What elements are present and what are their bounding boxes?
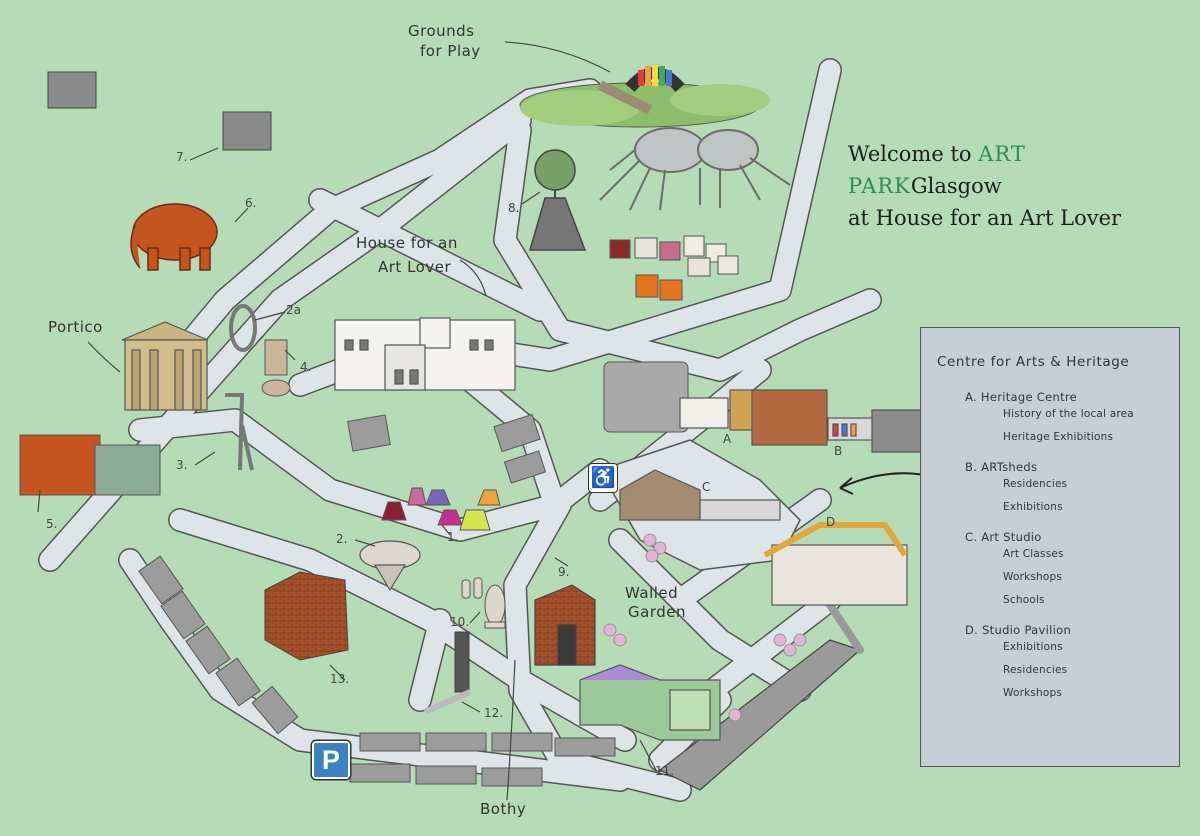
sundial [359, 540, 421, 592]
label-house-line1: House for an [356, 234, 458, 252]
marker-13: 13. [330, 672, 350, 686]
parking-icon: P [312, 741, 350, 779]
label-grounds-line1: Grounds [408, 22, 475, 40]
legend-item: Residencies [1003, 664, 1068, 676]
title-line-2: at House for an Art Lover [848, 206, 1122, 230]
grounds-for-play [519, 65, 770, 128]
wheelchair-icon: ♿ [588, 463, 618, 493]
marker-10: 10. [450, 615, 470, 629]
legend-item: Heritage Exhibitions [1003, 431, 1114, 443]
chess-pieces [461, 577, 506, 629]
legend-section-c: C. Art Studio [965, 530, 1042, 544]
sculpture-13 [264, 571, 349, 661]
marker-6: 6. [245, 196, 257, 210]
legend-item: Schools [1003, 594, 1045, 606]
marker-2a: 2a [286, 303, 301, 317]
label-portico: Portico [48, 318, 103, 336]
welcome-title: Welcome to ART PARKGlasgow at House for … [848, 138, 1178, 234]
legend-item: Exhibitions [1003, 501, 1063, 513]
paths [38, 58, 882, 802]
marker-a: A [723, 432, 732, 446]
jelly-sculptures [381, 487, 501, 531]
label-bothy: Bothy [480, 800, 527, 818]
elephant-sculpture [130, 203, 218, 271]
marker-c: C [702, 480, 711, 494]
marker-5: 5. [46, 517, 58, 531]
marker-2: 2. [336, 532, 348, 546]
sculpture-12 [423, 631, 472, 715]
marker-d: D [826, 515, 836, 529]
legend-item: Workshops [1003, 571, 1063, 583]
label-grounds-line2: for Play [420, 42, 481, 60]
house-for-an-art-lover [334, 317, 516, 391]
marker-12: 12. [484, 706, 504, 720]
bothy [534, 584, 596, 666]
title-suffix: Glasgow [910, 174, 1002, 198]
parking-bays [138, 361, 689, 787]
label-walled-line1: Walled [625, 584, 679, 602]
title-prefix: Welcome to [848, 142, 972, 166]
legend-item: Workshops [1003, 687, 1063, 699]
marker-7: 7. [176, 150, 188, 164]
portico [121, 321, 209, 411]
legend-item: History of the local area [1003, 408, 1134, 420]
marker-1: 1. [447, 530, 459, 544]
cube-sculptures [609, 235, 739, 301]
label-arrows [37, 41, 657, 801]
marker-8: 8. [508, 201, 520, 215]
brand-art-park: ART PARK [848, 142, 1026, 198]
legend-title: Centre for Arts & Heritage [937, 354, 1130, 370]
tree-sculpture [529, 149, 587, 251]
spider-sculpture [599, 127, 791, 211]
legend-section-b: B. ARTsheds [965, 460, 1038, 474]
marker-11: 11. [655, 764, 675, 778]
legend-section-a: A. Heritage Centre [965, 390, 1078, 404]
flower-beds [603, 533, 807, 722]
other-sculptures [19, 304, 291, 496]
label-house-line2: Art Lover [378, 258, 452, 276]
legend-panel: Centre for Arts & Heritage A. Heritage C… [920, 327, 1180, 767]
greenhouse-11 [579, 664, 721, 741]
label-walled-line2: Garden [628, 603, 686, 621]
legend-item: Exhibitions [1003, 641, 1063, 653]
marker-9: 9. [558, 565, 570, 579]
marker-4: 4. [300, 360, 312, 374]
legend-item: Residencies [1003, 478, 1068, 490]
marker-3: 3. [176, 458, 188, 472]
marker-b: B [834, 444, 843, 458]
legend-item: Art Classes [1003, 548, 1064, 560]
granite-blocks [47, 71, 272, 151]
legend-section-d: D. Studio Pavilion [965, 623, 1072, 637]
